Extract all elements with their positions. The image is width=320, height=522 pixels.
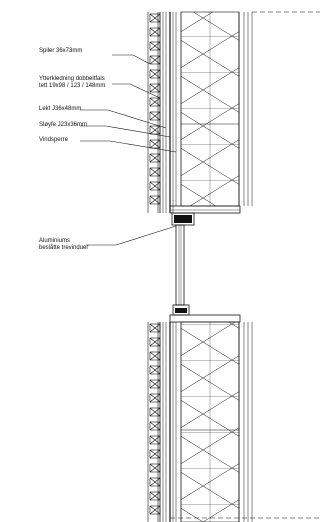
cladding-board bbox=[149, 97, 161, 107]
upper-cladding bbox=[147, 12, 161, 213]
lower-wall-layers bbox=[159, 321, 320, 522]
label-aluminium-line2: beslåtte trevinduer bbox=[39, 245, 89, 251]
cladding-board bbox=[149, 491, 161, 501]
cladding-board bbox=[149, 379, 161, 389]
label-lekt: Lekt J36x48mm bbox=[39, 106, 82, 112]
label-aluminium-line1: Aluminiums bbox=[39, 238, 71, 244]
label-sloyfe: Sløyfe J23x36mm bbox=[39, 122, 88, 128]
cladding-board bbox=[149, 27, 161, 37]
cladding-board bbox=[149, 407, 161, 417]
label-spiler: Spiler 36x73mm bbox=[39, 48, 83, 54]
leader-vindsperre bbox=[80, 140, 177, 153]
cladding-board bbox=[149, 69, 161, 79]
cladding-board bbox=[149, 83, 161, 93]
leader-aluminium bbox=[86, 225, 177, 246]
leader-spiler bbox=[112, 54, 151, 65]
upper-wall-layers bbox=[159, 11, 320, 226]
cladding-board bbox=[149, 153, 161, 163]
cladding-board bbox=[149, 55, 161, 65]
leader-ytterkledning bbox=[112, 83, 161, 99]
cladding-board bbox=[149, 181, 161, 191]
cladding-board bbox=[149, 365, 161, 375]
cladding-board bbox=[149, 323, 161, 333]
cladding-board bbox=[149, 435, 161, 445]
cladding-board bbox=[149, 41, 161, 51]
cladding-board bbox=[149, 477, 161, 487]
label-vindsperre: Vindsperre bbox=[39, 137, 68, 143]
cladding-board bbox=[149, 13, 161, 23]
cladding-board bbox=[149, 449, 161, 459]
lower-cladding bbox=[147, 322, 161, 522]
leader-lines bbox=[80, 54, 177, 246]
cladding-board bbox=[149, 337, 161, 347]
cladding-board bbox=[149, 125, 161, 135]
label-ytterkledning-line2: tett 19x98 / 123 / 148mm bbox=[39, 83, 106, 89]
cladding-board bbox=[149, 463, 161, 473]
cladding-board bbox=[149, 139, 161, 149]
cladding-board bbox=[149, 351, 161, 361]
cladding-board bbox=[149, 111, 161, 121]
leader-sloyfe bbox=[80, 125, 171, 138]
label-ytterkledning-line1: Ytterkledning dobbeltfals bbox=[39, 76, 105, 82]
cladding-board bbox=[149, 195, 161, 205]
cladding-board bbox=[149, 167, 161, 177]
window-section bbox=[169, 224, 241, 323]
cladding-board bbox=[149, 393, 161, 403]
cladding-board bbox=[149, 505, 161, 515]
cladding-board bbox=[149, 421, 161, 431]
leader-lekt bbox=[80, 109, 167, 129]
